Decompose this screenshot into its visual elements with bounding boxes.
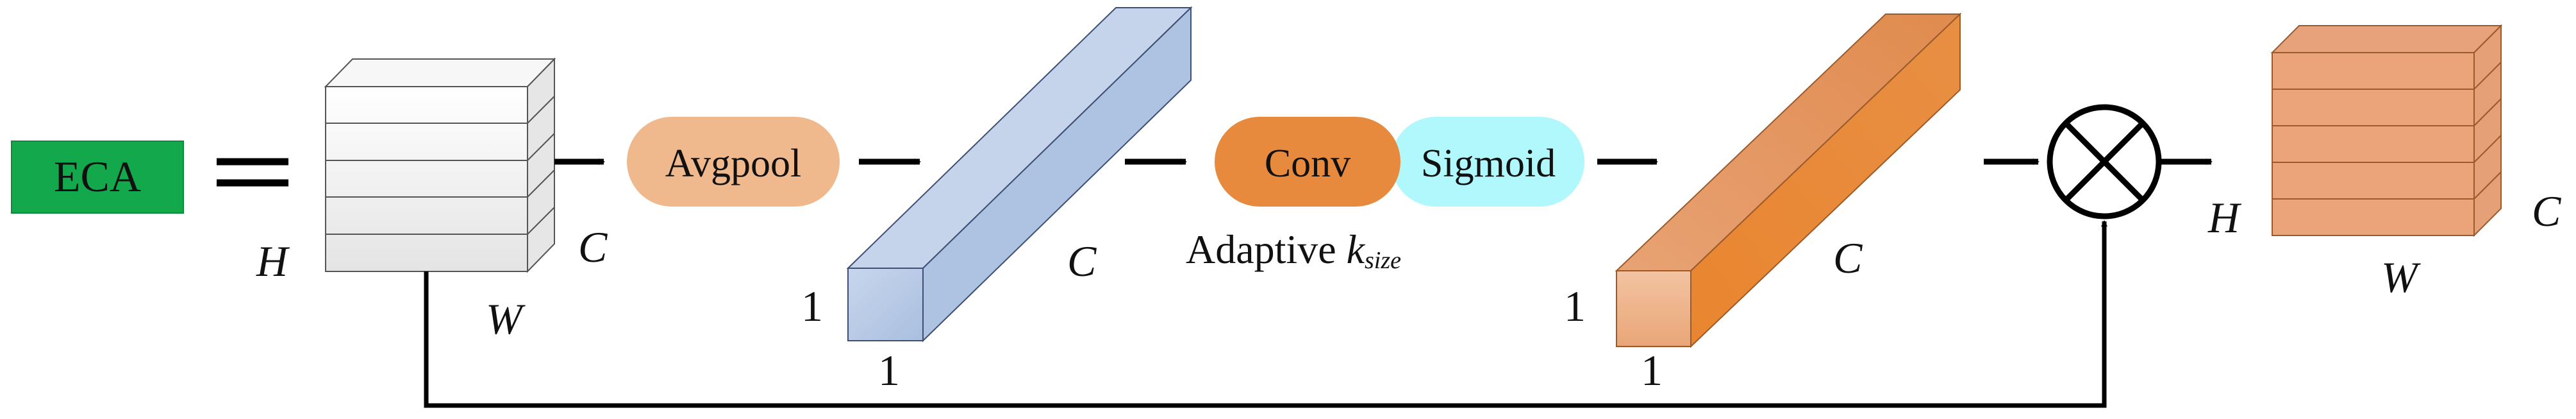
eca-box [11, 141, 184, 214]
sigmoid-label: Sigmoid [1421, 142, 1556, 185]
output-label-w: W [2381, 253, 2421, 302]
pooled-vector-front [847, 268, 924, 341]
input-tensor-slice-lines [326, 96, 555, 235]
weights-label-c: C [1833, 234, 1863, 282]
output-tensor-top [2270, 25, 2503, 53]
attention-weights-vector [1615, 12, 1962, 348]
output-label-h: H [2207, 193, 2242, 242]
equals-sign [217, 158, 288, 187]
input-tensor-side [527, 57, 555, 273]
adaptive-k-sub: size [1365, 247, 1401, 274]
adaptive-ksize-caption: Adaptive ksize [1186, 227, 1401, 274]
eca-title-box: ECA [11, 141, 184, 214]
adaptive-k: k [1347, 227, 1366, 272]
pooled-vector [846, 6, 1193, 343]
input-tensor-front [325, 86, 528, 272]
input-label-h: H [256, 237, 290, 286]
avgpool-block: Avgpool [627, 117, 840, 207]
weights-vector-front [1616, 270, 1691, 347]
pooled-label-c: C [1067, 237, 1097, 286]
pooled-label-1-bottom: 1 [878, 346, 900, 395]
output-label-c: C [2532, 187, 2561, 235]
input-feature-map [324, 57, 556, 273]
circle-times-icon [2047, 104, 2162, 219]
weights-label-1-bottom: 1 [1641, 346, 1663, 395]
sigmoid-pill [1391, 117, 1584, 207]
pooled-label-1-left: 1 [801, 282, 823, 330]
avgpool-label: Avgpool [665, 142, 801, 185]
input-tensor-top [324, 58, 556, 87]
input-label-c: C [578, 223, 608, 271]
conv-label: Conv [1265, 142, 1350, 185]
output-tensor-side [2473, 24, 2502, 237]
output-feature-map [2270, 24, 2503, 237]
adaptive-prefix: Adaptive [1186, 227, 1347, 272]
conv-sigmoid-block: Conv Sigmoid [1215, 117, 1584, 207]
skip-connection-arrow [424, 220, 2107, 408]
output-tensor-front [2272, 52, 2475, 236]
output-tensor-slice-lines [2272, 62, 2502, 200]
eca-label: ECA [54, 152, 141, 201]
input-label-w: W [486, 295, 526, 343]
avgpool-pill [627, 117, 840, 207]
weights-label-1-left: 1 [1564, 282, 1586, 330]
conv-pill [1215, 117, 1400, 207]
